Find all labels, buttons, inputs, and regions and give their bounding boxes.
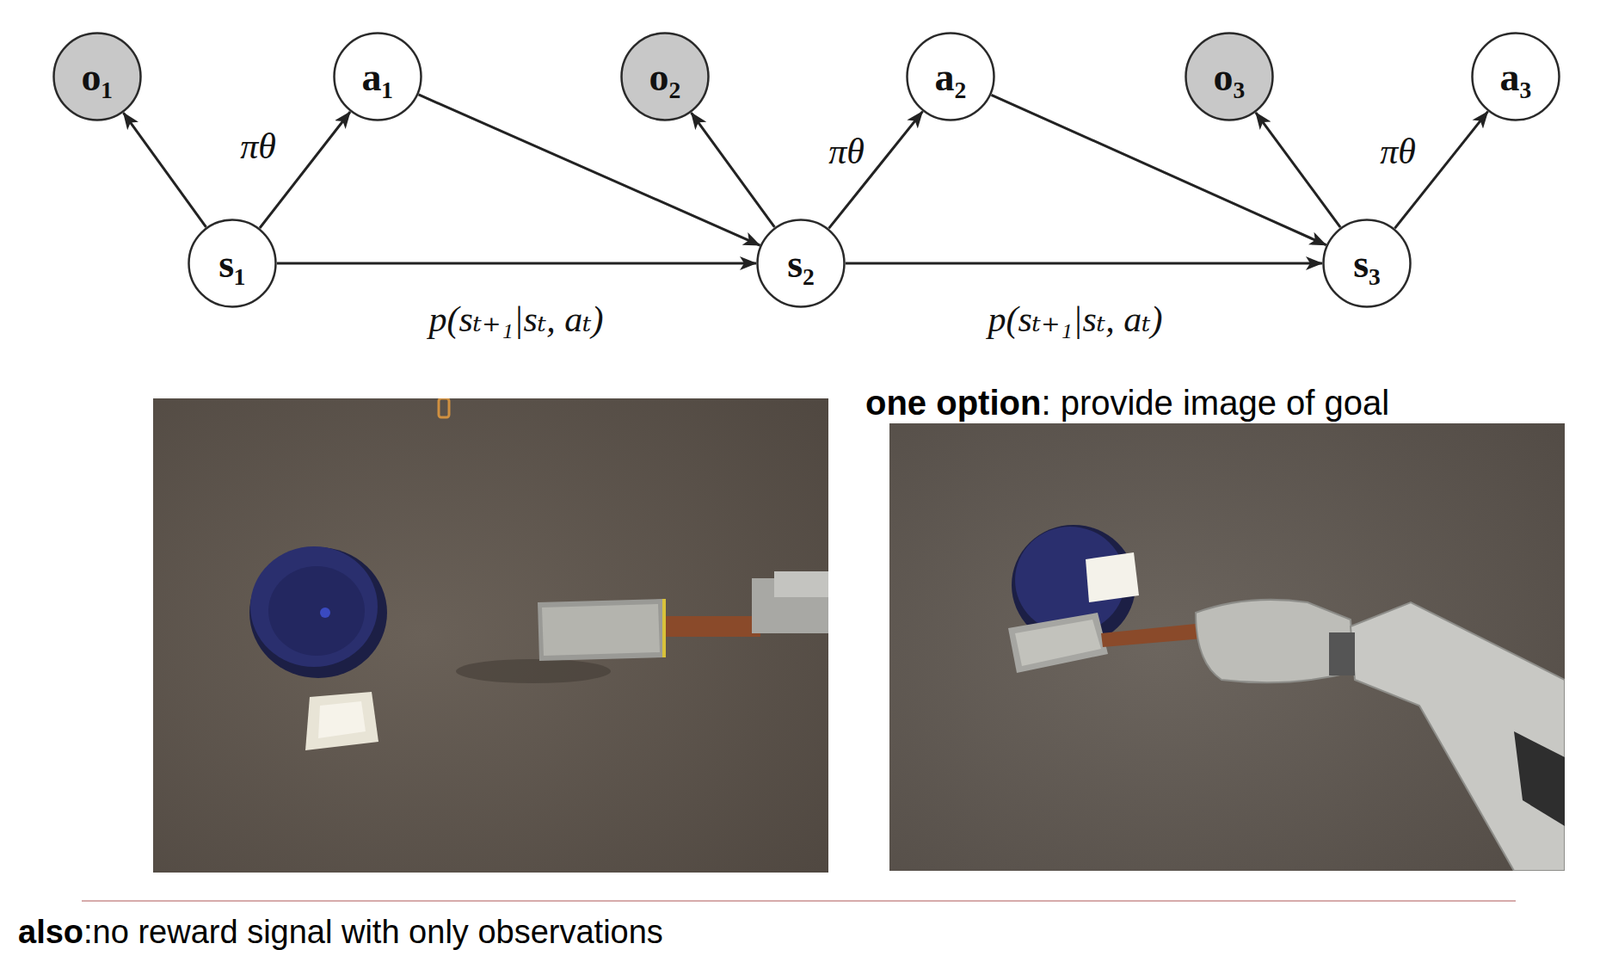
variable-symbol: a₂ [935,54,967,100]
node-outline [1472,33,1560,121]
edge-label: πθ [1379,130,1416,173]
node-outline [1323,220,1411,308]
node-text-wrap: a₁ [332,31,423,122]
note-heading: one option [865,383,1041,422]
dependency-arrow [1255,112,1341,228]
initial-photo [153,398,829,873]
edge-label: πθ [828,130,865,173]
variable-node: o₂ [620,31,710,122]
variable-node: o₃ [1184,31,1274,122]
dependency-arrow [829,111,924,229]
node-outline [189,220,277,308]
variable-symbol: o₂ [649,54,682,100]
node-outline [907,33,995,121]
variable-symbol: o₃ [1213,54,1246,100]
node-text-wrap: a₂ [905,31,996,122]
dependency-arrow [990,94,1326,245]
variable-symbol: a₁ [362,54,394,100]
edge-label: p(sₜ₊₁|sₜ, aₜ) [428,297,604,340]
variable-symbol: s₃ [1353,240,1381,287]
variable-node: s₂ [756,218,846,308]
variable-node: a₃ [1470,31,1561,122]
note-line: one option: provide image of goal [865,383,1390,423]
edge-label: p(sₜ₊₁|sₜ, aₜ) [987,297,1163,340]
dependency-arrow [691,112,776,228]
edge-label: πθ [240,125,277,167]
node-text-wrap: o₁ [52,31,142,122]
variable-node: a₁ [332,31,423,122]
goal-photo [889,423,1565,871]
variable-node: s₁ [187,218,277,308]
separator-rule [81,899,1516,902]
node-text-wrap: a₃ [1470,31,1561,122]
note-text: :no reward signal with only observations [83,913,664,950]
node-outline [621,33,709,121]
node-outline [54,33,142,121]
node-text-wrap: s₃ [1322,218,1412,308]
dependency-arrow [276,262,757,265]
node-outline [334,33,422,121]
variable-node: s₃ [1322,218,1412,308]
dependency-arrow [418,94,761,246]
variable-symbol: a₃ [1500,54,1533,100]
node-outline [757,220,845,308]
node-outline [1186,33,1274,121]
variable-node: a₂ [905,31,996,122]
note-line: also:no reward signal with only observat… [18,913,664,951]
dependency-arrow [845,262,1323,265]
variable-symbol: o₁ [81,54,114,100]
note-heading: also [18,913,84,950]
variable-symbol: s₁ [218,240,247,287]
variable-symbol: s₂ [787,240,815,287]
note-text: : provide image of goal [1040,383,1390,422]
dependency-arrow [123,112,206,228]
node-text-wrap: o₂ [620,31,710,122]
node-text-wrap: s₁ [187,218,277,308]
node-text-wrap: o₃ [1184,31,1274,122]
node-text-wrap: s₂ [756,218,846,308]
variable-node: o₁ [52,31,142,122]
